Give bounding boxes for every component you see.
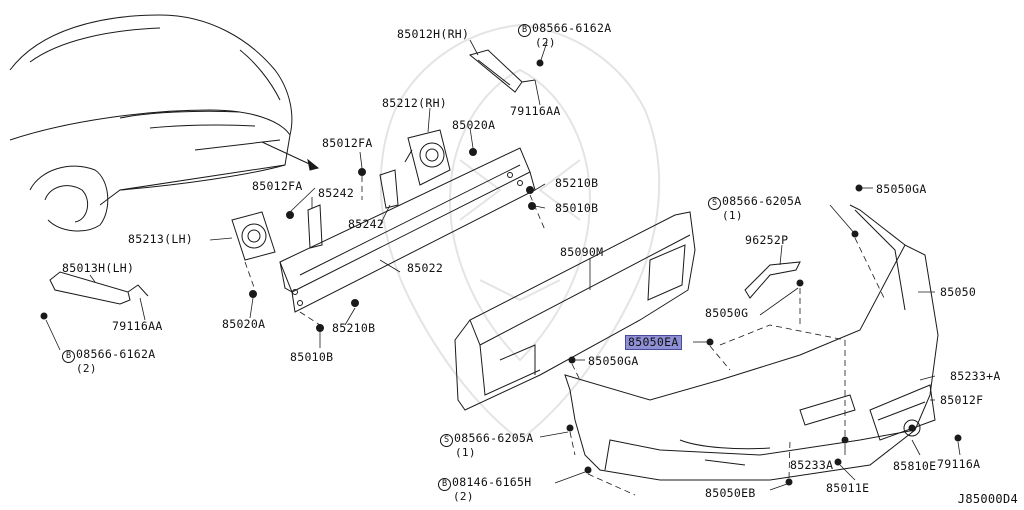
rh-rear-reflector bbox=[468, 49, 536, 93]
bolt-symbol-icon: B bbox=[518, 24, 531, 37]
label-79116aa-top: 79116AA bbox=[510, 104, 561, 118]
label-85233-a: 85233+A bbox=[950, 369, 1001, 383]
label-85050ga-mid: 85050GA bbox=[588, 354, 639, 368]
label-96252p: 96252P bbox=[745, 233, 789, 247]
label-text: 08566-6162A bbox=[532, 21, 612, 35]
stay-85242-b bbox=[307, 204, 323, 249]
screw-symbol-icon: S bbox=[708, 197, 721, 210]
label-text: 08566-6205A bbox=[722, 194, 802, 208]
label-85012fa-left: 85012FA bbox=[252, 179, 303, 193]
label-85013h-lh: 85013H(LH) bbox=[62, 261, 135, 275]
label-79116a: 79116A bbox=[937, 457, 981, 471]
label-85022: 85022 bbox=[407, 261, 444, 275]
label-79116aa-left: 79116AA bbox=[112, 319, 163, 333]
qty-08566-6205a-bottom: (1) bbox=[455, 446, 476, 459]
fasteners bbox=[40, 59, 962, 486]
qty-08566-6205a-top: (1) bbox=[722, 209, 743, 222]
rh-side-stay bbox=[869, 384, 936, 441]
label-85012h-rh: 85012H(RH) bbox=[397, 27, 470, 41]
bumper-reinforcement bbox=[279, 147, 536, 313]
bolt-symbol-icon: B bbox=[62, 350, 75, 363]
diagram-code: J85000D4 bbox=[957, 492, 1018, 506]
label-85020a-bottom: 85020A bbox=[222, 317, 266, 331]
assembly-lines bbox=[244, 176, 886, 496]
qty-08566-6162a-top: (2) bbox=[535, 36, 556, 49]
lh-rear-reflector bbox=[49, 271, 149, 305]
label-85233a: 85233A bbox=[790, 458, 834, 472]
label-85050ea-highlighted[interactable]: 85050EA bbox=[625, 335, 682, 350]
label-85011e: 85011E bbox=[826, 481, 870, 495]
label-85050: 85050 bbox=[940, 285, 977, 299]
stay-85242-a bbox=[379, 169, 399, 209]
label-85010b-bottom: 85010B bbox=[290, 350, 334, 364]
leader-lines bbox=[45, 39, 961, 491]
label-85012fa-top: 85012FA bbox=[322, 136, 373, 150]
label-85210b-top: 85210B bbox=[555, 176, 599, 190]
bumper-fascia bbox=[564, 204, 939, 481]
label-85010b-top: 85010B bbox=[555, 201, 599, 215]
label-85012f: 85012F bbox=[940, 393, 984, 407]
label-text: 08566-6162A bbox=[76, 347, 156, 361]
lh-bracket bbox=[231, 211, 276, 261]
label-85050ga-top: 85050GA bbox=[876, 182, 927, 196]
qty-08566-6162a-left: (2) bbox=[76, 362, 97, 375]
bolt-symbol-icon: B bbox=[438, 478, 451, 491]
label-text: 08566-6205A bbox=[454, 431, 534, 445]
stay-96252p bbox=[744, 261, 801, 299]
label-text: 08146-6165H bbox=[452, 475, 532, 489]
label-85242-b: 85242 bbox=[348, 217, 385, 231]
rh-bracket bbox=[404, 129, 451, 186]
label-85810e: 85810E bbox=[893, 459, 937, 473]
label-85020a-top: 85020A bbox=[452, 118, 496, 132]
label-85242-a: 85242 bbox=[318, 186, 355, 200]
label-85212-rh: 85212(RH) bbox=[382, 96, 448, 110]
qty-08146-6165h: (2) bbox=[453, 490, 474, 503]
label-85210b-bottom: 85210B bbox=[332, 321, 376, 335]
energy-absorber bbox=[454, 211, 696, 411]
watermark-emblem bbox=[379, 23, 661, 442]
vehicle-rear-view bbox=[9, 14, 293, 232]
label-85090m: 85090M bbox=[560, 245, 604, 259]
label-85050eb: 85050EB bbox=[705, 486, 756, 500]
label-85213-lh: 85213(LH) bbox=[128, 232, 194, 246]
screw-symbol-icon: S bbox=[440, 434, 453, 447]
label-85050g: 85050G bbox=[705, 306, 749, 320]
